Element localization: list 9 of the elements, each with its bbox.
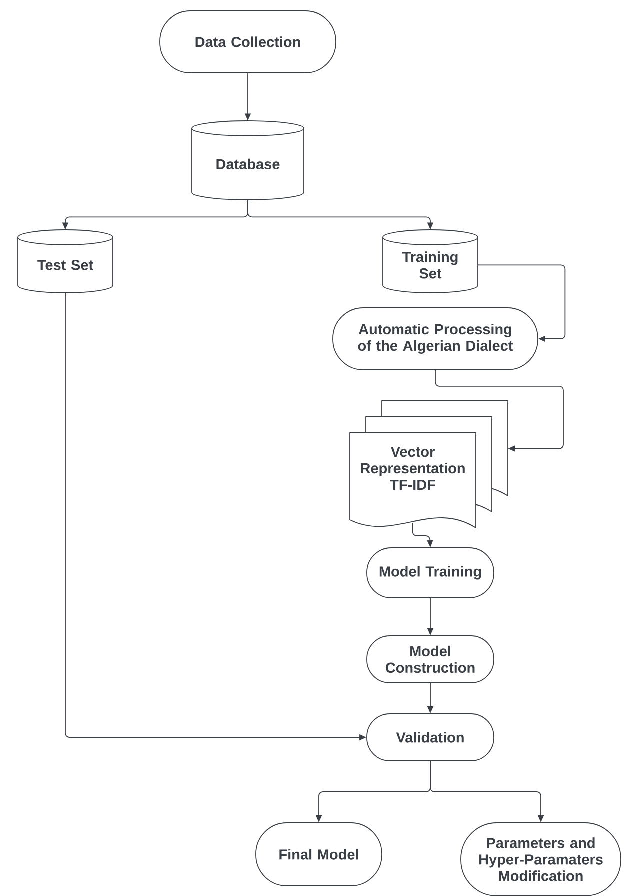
arrow [478,264,566,342]
database-cylinder: Test Set [18,230,114,294]
node-label: Test Set [38,260,94,270]
node-label: Database [216,158,280,170]
database-cylinder: Training Set [382,230,478,294]
database-cylinder: Database [192,120,304,200]
arrow [435,370,564,452]
document-stack: Vector Representation TF-IDF [350,400,508,528]
node-label: Training Set [402,252,458,279]
